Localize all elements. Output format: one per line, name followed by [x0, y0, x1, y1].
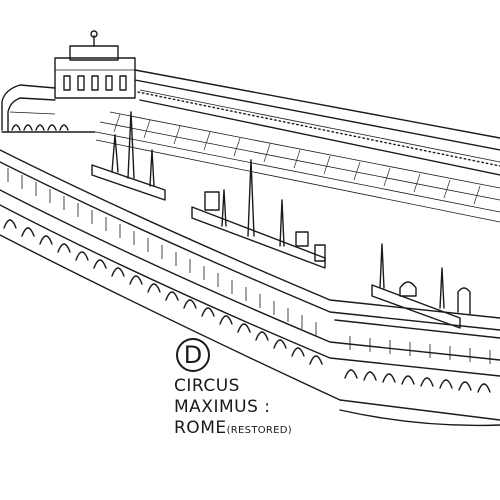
caption-restored-note: (RESTORED) — [226, 425, 292, 436]
left-arcade — [1, 84, 96, 133]
spina — [91, 111, 471, 329]
front-arcade — [0, 149, 500, 427]
entrance-building — [54, 30, 136, 99]
caption-line-2: MAXIMUS : — [174, 397, 271, 417]
caption: D CIRCUS MAXIMUS : ROME(RESTORED) — [174, 338, 374, 441]
letter-badge: D — [176, 338, 210, 372]
caption-line-1: CIRCUS — [174, 376, 240, 396]
far-colonnade — [134, 69, 500, 176]
far-seating — [95, 111, 500, 223]
caption-rome: ROME — [174, 418, 227, 438]
caption-line-3: ROME(RESTORED) — [174, 418, 374, 441]
